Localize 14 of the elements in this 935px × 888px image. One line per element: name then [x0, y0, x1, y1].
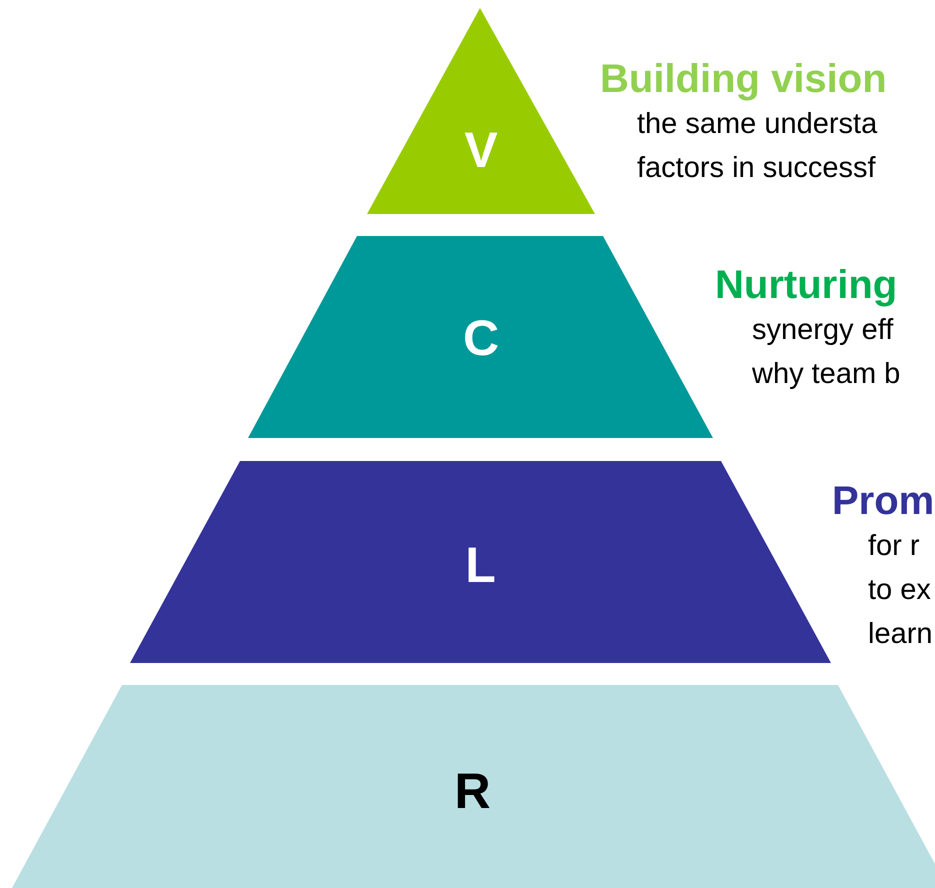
tier-letter: R: [454, 763, 491, 819]
tier-heading: Nurturing: [715, 262, 898, 308]
tier-description: the same understa: [637, 107, 878, 142]
tier-description: to ex: [868, 573, 931, 608]
tier-description: synergy eff: [752, 313, 894, 348]
tier-letter: C: [462, 310, 500, 366]
tier-description: for r: [868, 529, 920, 564]
tier-description: factors in successf: [637, 151, 876, 186]
tier-description: learn: [868, 617, 932, 652]
tier-heading: Building vision: [600, 56, 887, 102]
tier-heading: Prom: [832, 478, 934, 524]
tier-letter: L: [465, 537, 496, 593]
tier-letter: V: [464, 122, 498, 178]
tier-description: why team b: [752, 357, 900, 392]
